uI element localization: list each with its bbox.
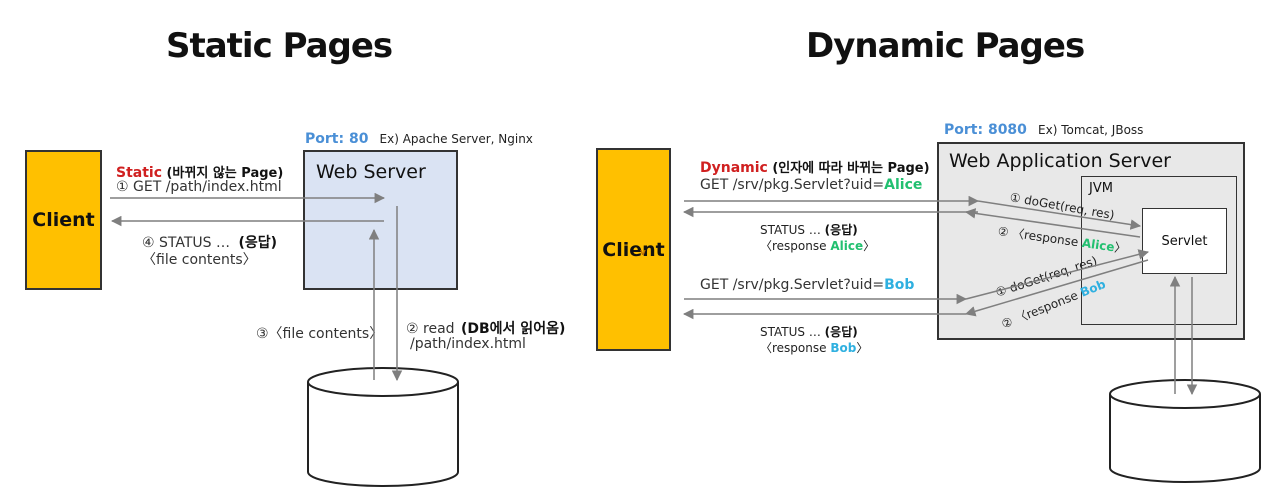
alice-get-request: GET /srv/pkg.Servlet?uid=Alice [700, 177, 922, 193]
bob-get-prefix: GET /srv/pkg.Servlet?uid= [700, 277, 885, 293]
alice-response-prefix: 〈response [760, 239, 827, 253]
static-database-label: Database [349, 423, 431, 443]
static-kind-label: Static [116, 165, 163, 181]
alice-response-name: Alice [830, 239, 864, 253]
static-pages-title: Static Pages [166, 26, 393, 66]
alice-status-line: STATUS … (응답) [760, 221, 858, 238]
static-db-read-note: (DB에서 읽어옴) [460, 321, 566, 337]
static-port-line: Port: 80 Ex) Apache Server, Nginx [305, 128, 533, 147]
alice-response-line: 〈response Alice〉 [760, 237, 875, 254]
jvm-label: JVM [1089, 181, 1113, 196]
dynamic-kind-note: (인자에 따라 바뀌는 Page) [772, 161, 930, 176]
static-port-label: Port: 80 [305, 131, 369, 147]
static-db-return-label: ③〈file contents〉 [256, 326, 384, 342]
alice-get-prefix: GET /srv/pkg.Servlet?uid= [700, 177, 885, 193]
dynamic-client-label: Client [602, 238, 665, 261]
alice-get-name: Alice [884, 177, 923, 193]
dynamic-port-label: Port: 8080 [944, 122, 1027, 138]
jvm-box: JVM [1081, 176, 1237, 325]
static-client-box: Client [25, 150, 102, 290]
dynamic-client-mark: v [640, 248, 646, 258]
static-status-line: ④ STATUS … (응답) [142, 232, 277, 252]
static-server-example: Ex) Apache Server, Nginx [379, 132, 533, 146]
bob-response-prefix: 〈response [760, 341, 827, 355]
static-status-text: ④ STATUS … [142, 235, 230, 251]
dynamic-port-line: Port: 8080 Ex) Tomcat, JBoss [944, 119, 1143, 138]
bob-response-name: Bob [830, 341, 857, 355]
alice-servlet-resp-name: Alice [1081, 235, 1116, 255]
filesystem-label: Filesystem [318, 405, 382, 419]
dynamic-kind-label: Dynamic [700, 160, 768, 176]
bob-status-line: STATUS … (응답) [760, 323, 858, 340]
static-request-kind: Static (바뀌지 않는 Page) [116, 162, 283, 181]
web-server-box: Web Server [303, 150, 458, 290]
bob-status-text: STATUS … [760, 325, 821, 339]
alice-response-suffix: 〉 [863, 239, 876, 253]
static-db-read-path: /path/index.html [410, 336, 526, 352]
alice-status-note: (응답) [824, 223, 858, 237]
bob-get-name: Bob [884, 277, 915, 293]
bob-status-note: (응답) [824, 325, 858, 339]
bob-response-line: 〈response Bob〉 [760, 339, 868, 356]
dynamic-database-label: Database [1151, 434, 1233, 454]
bob-get-request: GET /srv/pkg.Servlet?uid=Bob [700, 277, 914, 293]
servlet-box: Servlet [1142, 208, 1227, 274]
dynamic-request-kind: Dynamic (인자에 따라 바뀌는 Page) [700, 157, 930, 176]
static-db-read-line: ② read (DB에서 읽어옴) [406, 318, 565, 338]
alice-servlet-resp-suffix: 〉 [1113, 240, 1128, 256]
static-get-request: ① GET /path/index.html [116, 179, 282, 195]
dynamic-client-box: Client v [596, 148, 671, 351]
static-status-note: (응답) [238, 235, 277, 251]
dynamic-database-cylinder [1109, 379, 1261, 483]
bob-response-suffix: 〉 [856, 341, 869, 355]
static-kind-note: (바뀌지 않는 Page) [166, 166, 284, 181]
web-server-label: Web Server [316, 161, 426, 183]
alice-status-text: STATUS … [760, 223, 821, 237]
static-db-read-text: ② read [406, 321, 455, 337]
dynamic-pages-title: Dynamic Pages [806, 26, 1085, 66]
dynamic-server-example: Ex) Tomcat, JBoss [1038, 123, 1144, 137]
was-label: Web Application Server [949, 150, 1171, 172]
static-file-contents: 〈file contents〉 [142, 252, 257, 268]
